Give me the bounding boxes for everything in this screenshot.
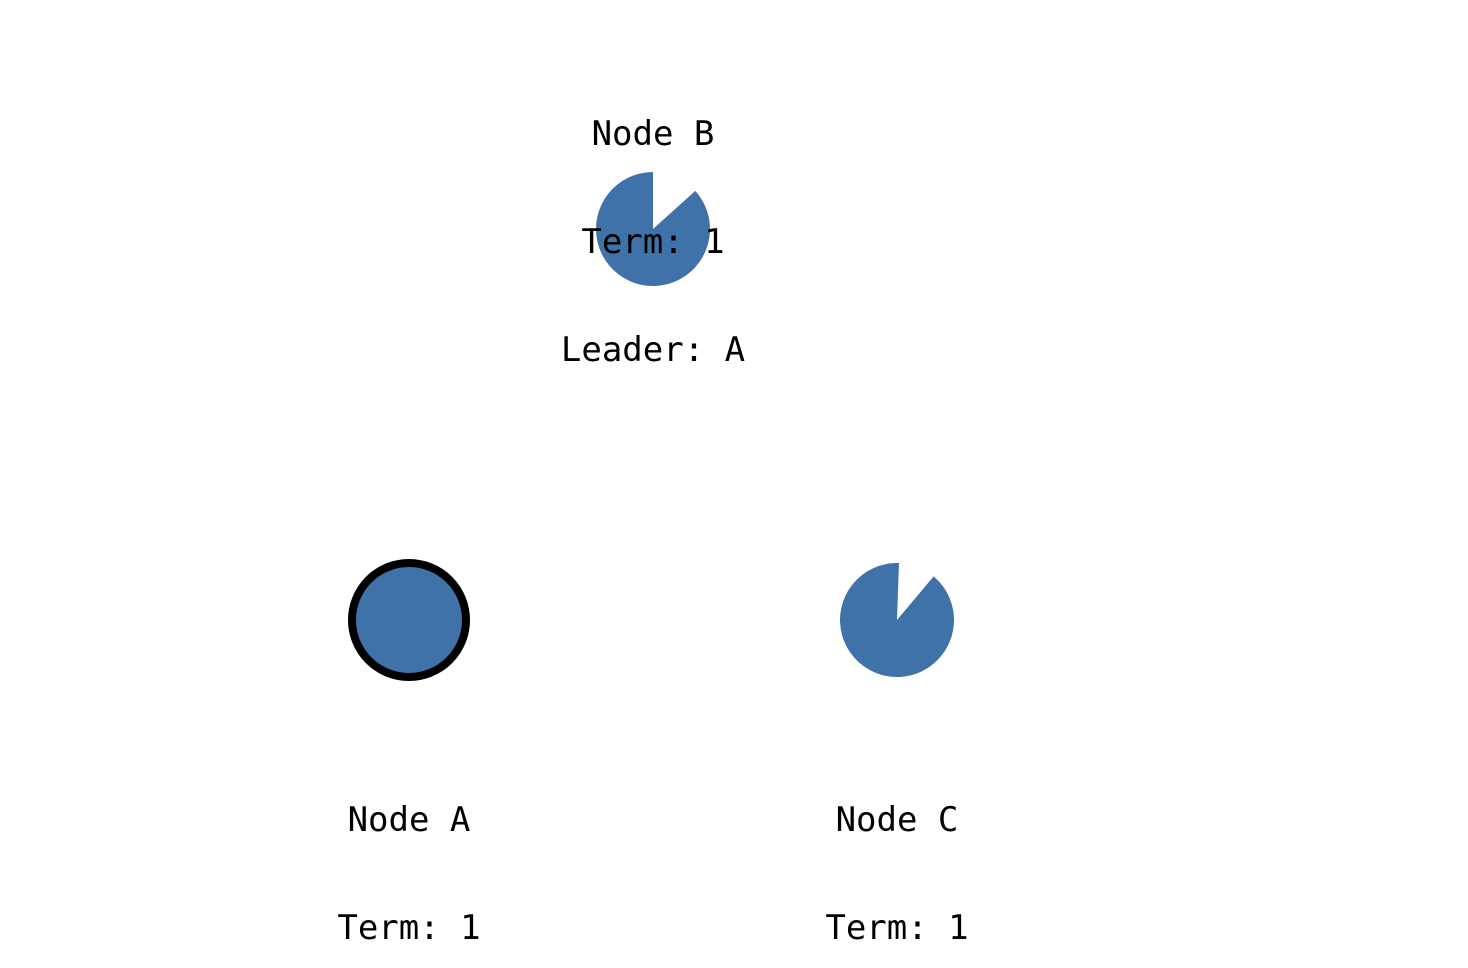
node-b-circle[interactable]: [596, 172, 710, 287]
node-c-term: Term: 1: [825, 908, 969, 948]
node-c-group[interactable]: [840, 563, 955, 677]
node-a-term: Term: 1: [337, 908, 481, 948]
node-a-circle[interactable]: [348, 559, 470, 681]
node-b-term: Term: 1: [581, 222, 725, 262]
node-b-group[interactable]: [596, 172, 710, 287]
node-a-group[interactable]: [348, 559, 470, 681]
node-c-name: Node C: [835, 800, 959, 840]
node-c-label: Node C Term: 1 Leader: A: [805, 730, 989, 968]
node-b-label: Node B Term: 1 Leader: A: [561, 44, 745, 440]
node-b-leader: Leader: A: [560, 330, 746, 370]
node-a-label: Node A Term: 1: [337, 730, 480, 968]
node-b-name: Node B: [591, 114, 715, 154]
node-a-name: Node A: [347, 800, 471, 840]
node-c-circle[interactable]: [840, 563, 955, 677]
